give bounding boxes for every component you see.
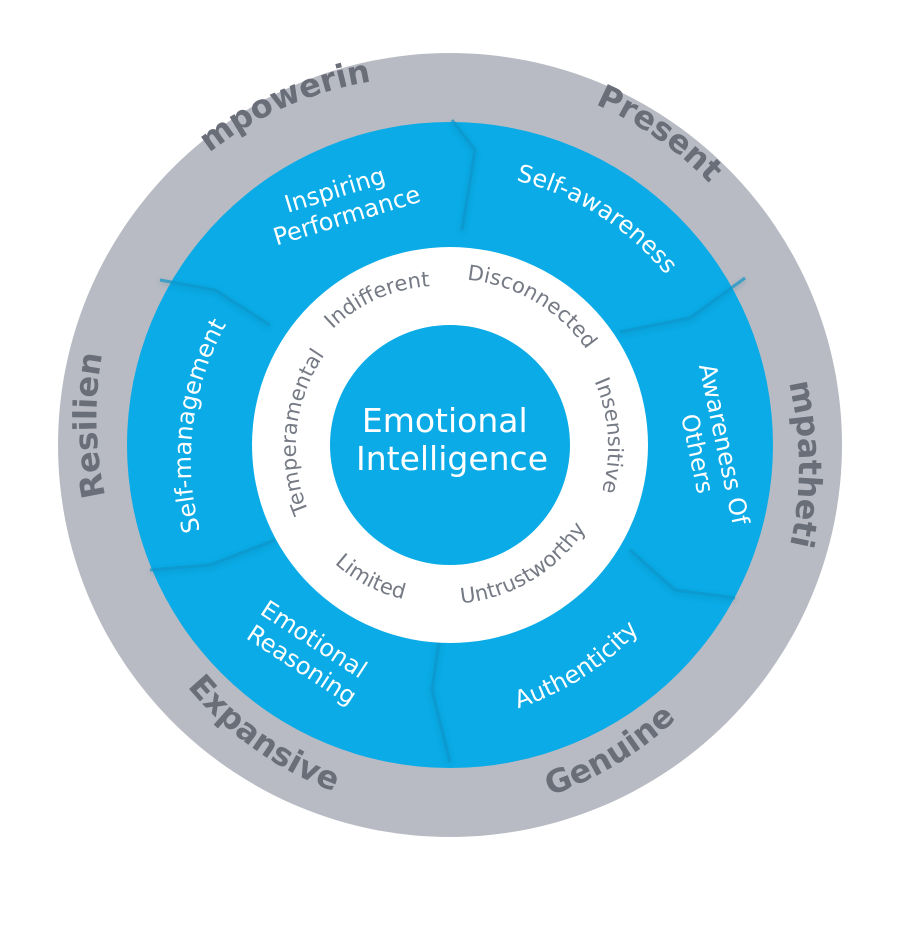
- svg-text:Resilient: Resilient: [0, 0, 113, 502]
- center-title-line1: Emotional: [362, 401, 528, 440]
- outer-label-resilient: Resilient: [0, 0, 113, 502]
- svg-text:Emotional Intelligence: Emotional Intelligence: [356, 401, 548, 478]
- center-title-line2: Intelligence: [356, 439, 548, 478]
- segment-dividers: [149, 119, 746, 763]
- center-circle: [330, 325, 570, 565]
